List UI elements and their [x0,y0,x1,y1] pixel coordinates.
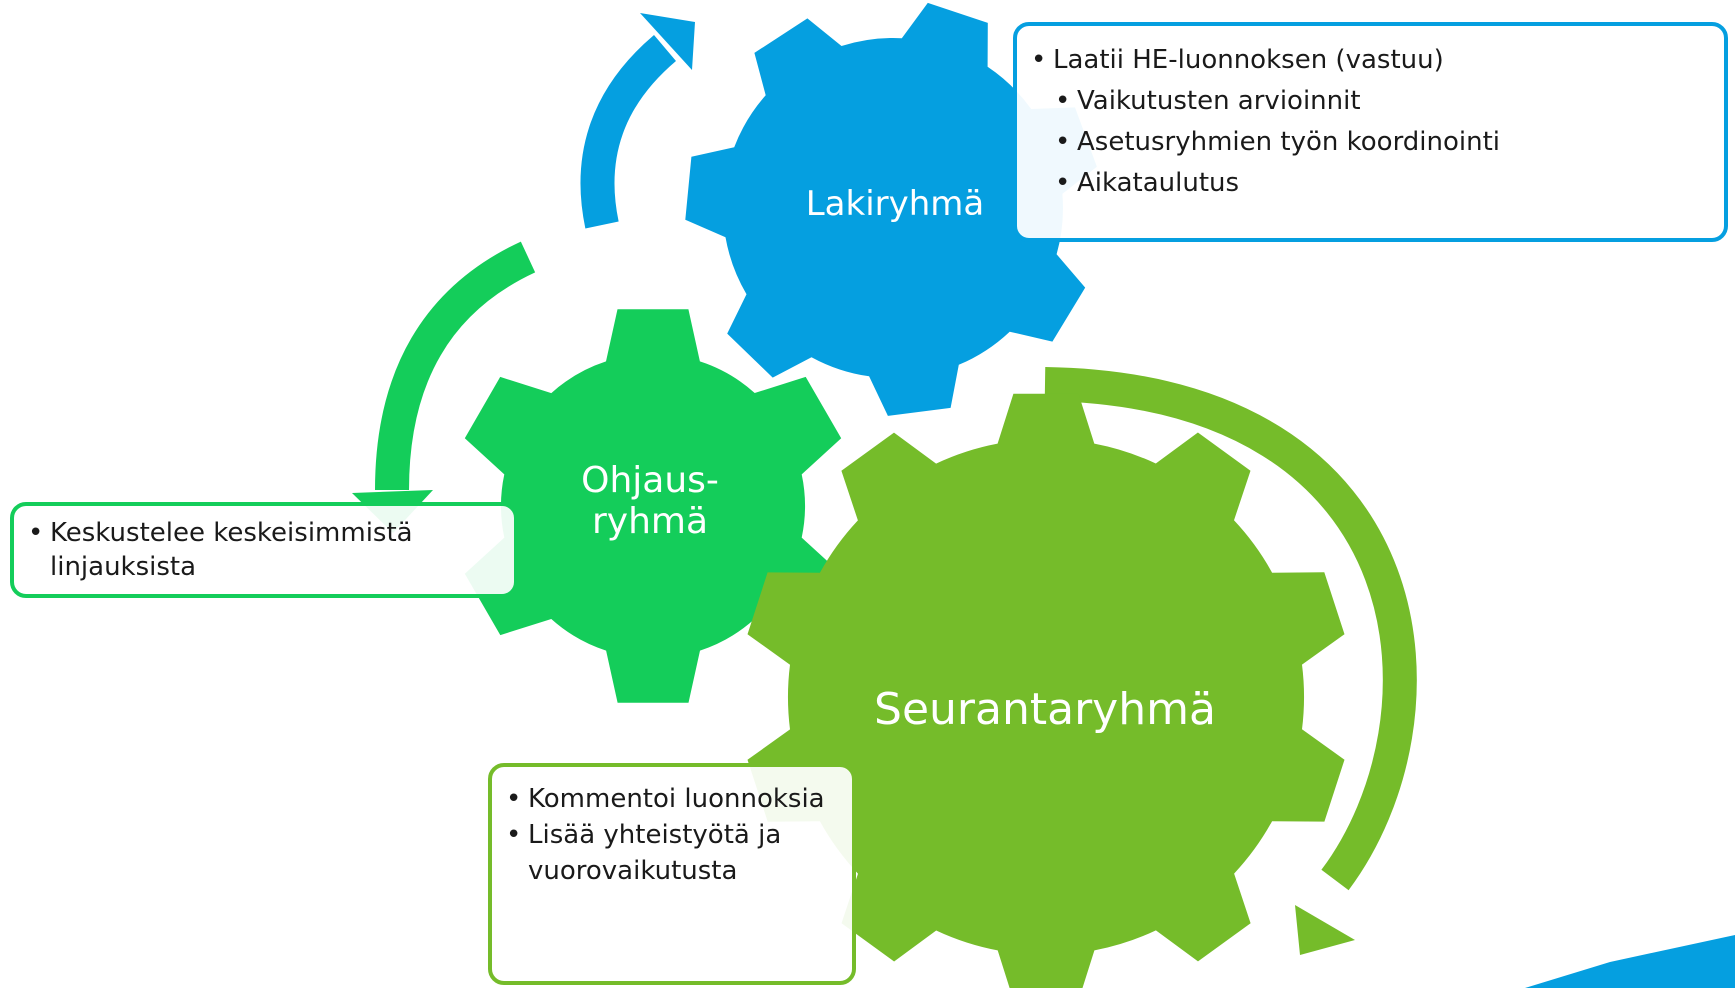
ohjausryhma-gear-shape [464,309,842,703]
seurantaryhma-callout: Kommentoi luonnoksia Lisää yhteistyötä j… [488,763,856,985]
ohjausryhma-callout: Keskustelee keskeisimmistä linjauksista [10,502,518,598]
arrow-seurantaryhma-cycle [1044,367,1417,955]
callout-item: Lisää yhteistyötä ja vuorovaikutusta [506,817,838,889]
arrow-lakiryhma-cycle [580,13,695,229]
ohjausryhma-label: Ohjaus- ryhmä [581,460,719,543]
callout-item: Keskustelee keskeisimmistä linjauksista [28,516,496,584]
callout-item: Laatii HE-luonnoksen (vastuu) [1031,40,1706,81]
callout-item: Aikataulutus [1055,163,1706,204]
seurantaryhma-gear-shape [747,393,1345,988]
seurantaryhma-label: Seurantaryhmä [874,684,1216,735]
lakiryhma-label: Lakiryhmä [805,184,985,224]
lakiryhma-gear-shape [685,2,1097,416]
callout-item: Vaikutusten arvioinnit [1055,81,1706,122]
callout-item: Asetusryhmien työn koordinointi [1055,122,1706,163]
callout-item: Kommentoi luonnoksia [506,781,838,817]
lakiryhma-callout: Laatii HE-luonnoksen (vastuu) Vaikutuste… [1013,22,1728,242]
